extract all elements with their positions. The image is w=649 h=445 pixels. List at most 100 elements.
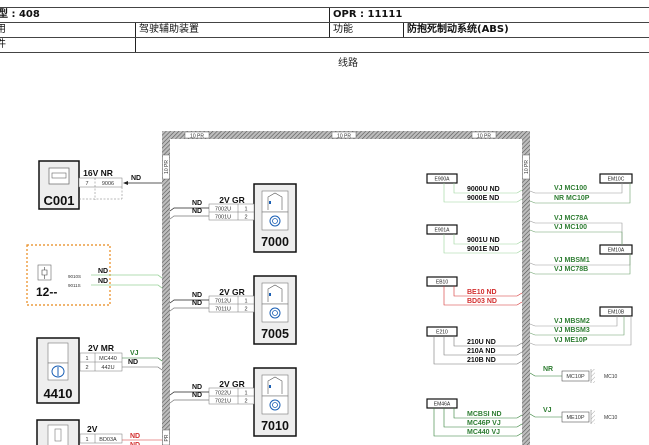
pin-number: 1 — [244, 207, 247, 213]
sensor-body-icon — [267, 284, 283, 302]
wire-label: VJ MC78B — [554, 266, 588, 273]
signal-label: ND — [98, 278, 108, 285]
connector-id: EM10B — [608, 310, 625, 316]
component-4410[interactable]: 4410 2V MR 1 MC440 2 442U VJ ND — [36, 337, 163, 404]
wire-label: VJ MBSM3 — [554, 327, 590, 334]
connector-type: 2V — [87, 424, 98, 434]
signal-label: ND — [192, 292, 202, 299]
section-title: 线路 — [338, 58, 358, 69]
harness-bus: 10 PR 10 PR 10 PR 10 PR 10 PR PR — [162, 131, 530, 445]
wire-code: 442U — [101, 365, 114, 371]
connector-E900A[interactable]: E900A 9000U ND 9000E ND — [426, 173, 523, 203]
sensor-id: 7000 — [261, 235, 289, 249]
connector-type: 2V MR — [88, 343, 114, 353]
pin-number: 1 — [244, 391, 247, 397]
pin-number: 7 — [85, 181, 88, 187]
ground-icon — [591, 410, 595, 424]
bus-label: 10 PR — [524, 160, 530, 174]
wire-code: 9006 — [102, 181, 114, 187]
switch-icon — [51, 365, 65, 378]
wire-code: 9010S — [68, 274, 81, 279]
wire-label: VJ MBSM1 — [554, 257, 590, 264]
wire-label: BD03 ND — [467, 298, 497, 305]
pin-number: 1 — [85, 437, 88, 443]
function-label: 功能 — [333, 24, 353, 35]
injector-icon — [41, 267, 48, 279]
signal-label: ND — [98, 268, 108, 275]
ground-box-label: ME10P — [566, 415, 584, 421]
category: 驾驶辅助装置 — [139, 24, 199, 35]
pin-number: 2 — [244, 399, 247, 405]
bus-label: 10 PR — [477, 133, 491, 139]
connector-icon — [51, 172, 67, 179]
wire-code: 9011S — [68, 283, 81, 288]
signal-label: ND — [128, 359, 138, 366]
bus-label: 10 PR — [337, 133, 351, 139]
component-id: 12-- — [36, 285, 57, 299]
pin-number: 1 — [85, 356, 88, 362]
ground-label: MC10 — [604, 374, 618, 380]
connector-EM46A[interactable]: EM46A MCBSI ND MC46P VJ MC440 VJ — [426, 398, 523, 437]
wire-label: VJ MC78A — [554, 215, 588, 222]
header-row-2: 用 驾驶辅助装置 功能 防抱死制动系统(ABS) — [0, 22, 649, 37]
component-12[interactable]: 12-- 9010S 9011S ND ND — [26, 244, 163, 306]
signal-label: VJ — [130, 350, 139, 357]
pin-number: 1 — [244, 299, 247, 305]
wire-label: 9000U ND — [467, 186, 500, 193]
sensor-signal-icon — [269, 307, 281, 319]
wire-label: 9000E ND — [467, 195, 499, 202]
signal-label: ND — [131, 175, 141, 182]
ground-box-label: MC10P — [566, 374, 585, 380]
wire-label: MC46P VJ — [467, 420, 501, 427]
bus-right — [522, 131, 530, 445]
signal-label: ND — [192, 384, 202, 391]
wire-label: 9001E ND — [467, 246, 499, 253]
connector-type: 2V GR — [219, 287, 245, 297]
opr-label: OPR : 11111 — [333, 9, 403, 20]
divider — [403, 23, 404, 37]
connector-id: EM46A — [434, 402, 451, 408]
signal-label: ND — [130, 442, 140, 445]
wire-code: 7022U — [215, 391, 231, 397]
component-c001[interactable]: C001 16V NR 7 9006 ND — [38, 160, 162, 210]
bus-label: 10 PR — [164, 160, 170, 174]
signal-label: ND — [130, 433, 140, 440]
ground-icon — [591, 369, 595, 383]
wire-label: NR MC10P — [554, 195, 590, 202]
sensor-id: 7005 — [261, 327, 289, 341]
wire-label: VJ MC100 — [554, 224, 587, 231]
signal-label: ND — [192, 392, 202, 399]
wire-label: BE10 ND — [467, 289, 497, 296]
connector-id: E900A — [434, 177, 450, 183]
connector-type: 2V GR — [219, 195, 245, 205]
component-id: 4410 — [44, 386, 73, 401]
pin-number: 2 — [244, 215, 247, 221]
component-bottom-left[interactable]: 2V 1 BD03A ND ND — [36, 419, 162, 445]
row3-left: 件 — [0, 39, 6, 50]
sensor-body-icon — [267, 376, 283, 394]
wire-code: 7021U — [215, 399, 231, 405]
bus-label: 10 PR — [190, 133, 204, 139]
wire-code: 7012U — [215, 299, 231, 305]
ground-label: MC10 — [604, 415, 618, 421]
arrow-icon — [123, 181, 128, 185]
connector-id: EM10A — [608, 248, 625, 254]
connector-type: 2V GR — [219, 379, 245, 389]
wire-label: 210B ND — [467, 357, 496, 364]
wire-label: MC440 VJ — [467, 429, 500, 436]
wire-label: 210U ND — [467, 339, 496, 346]
wire-label: MCBSI ND — [467, 411, 502, 418]
component-id: C001 — [43, 193, 74, 208]
connector-EM10A[interactable]: EM10A VJ MC78A VJ MC100 VJ MBSM1 VJ MC78B — [529, 215, 633, 275]
